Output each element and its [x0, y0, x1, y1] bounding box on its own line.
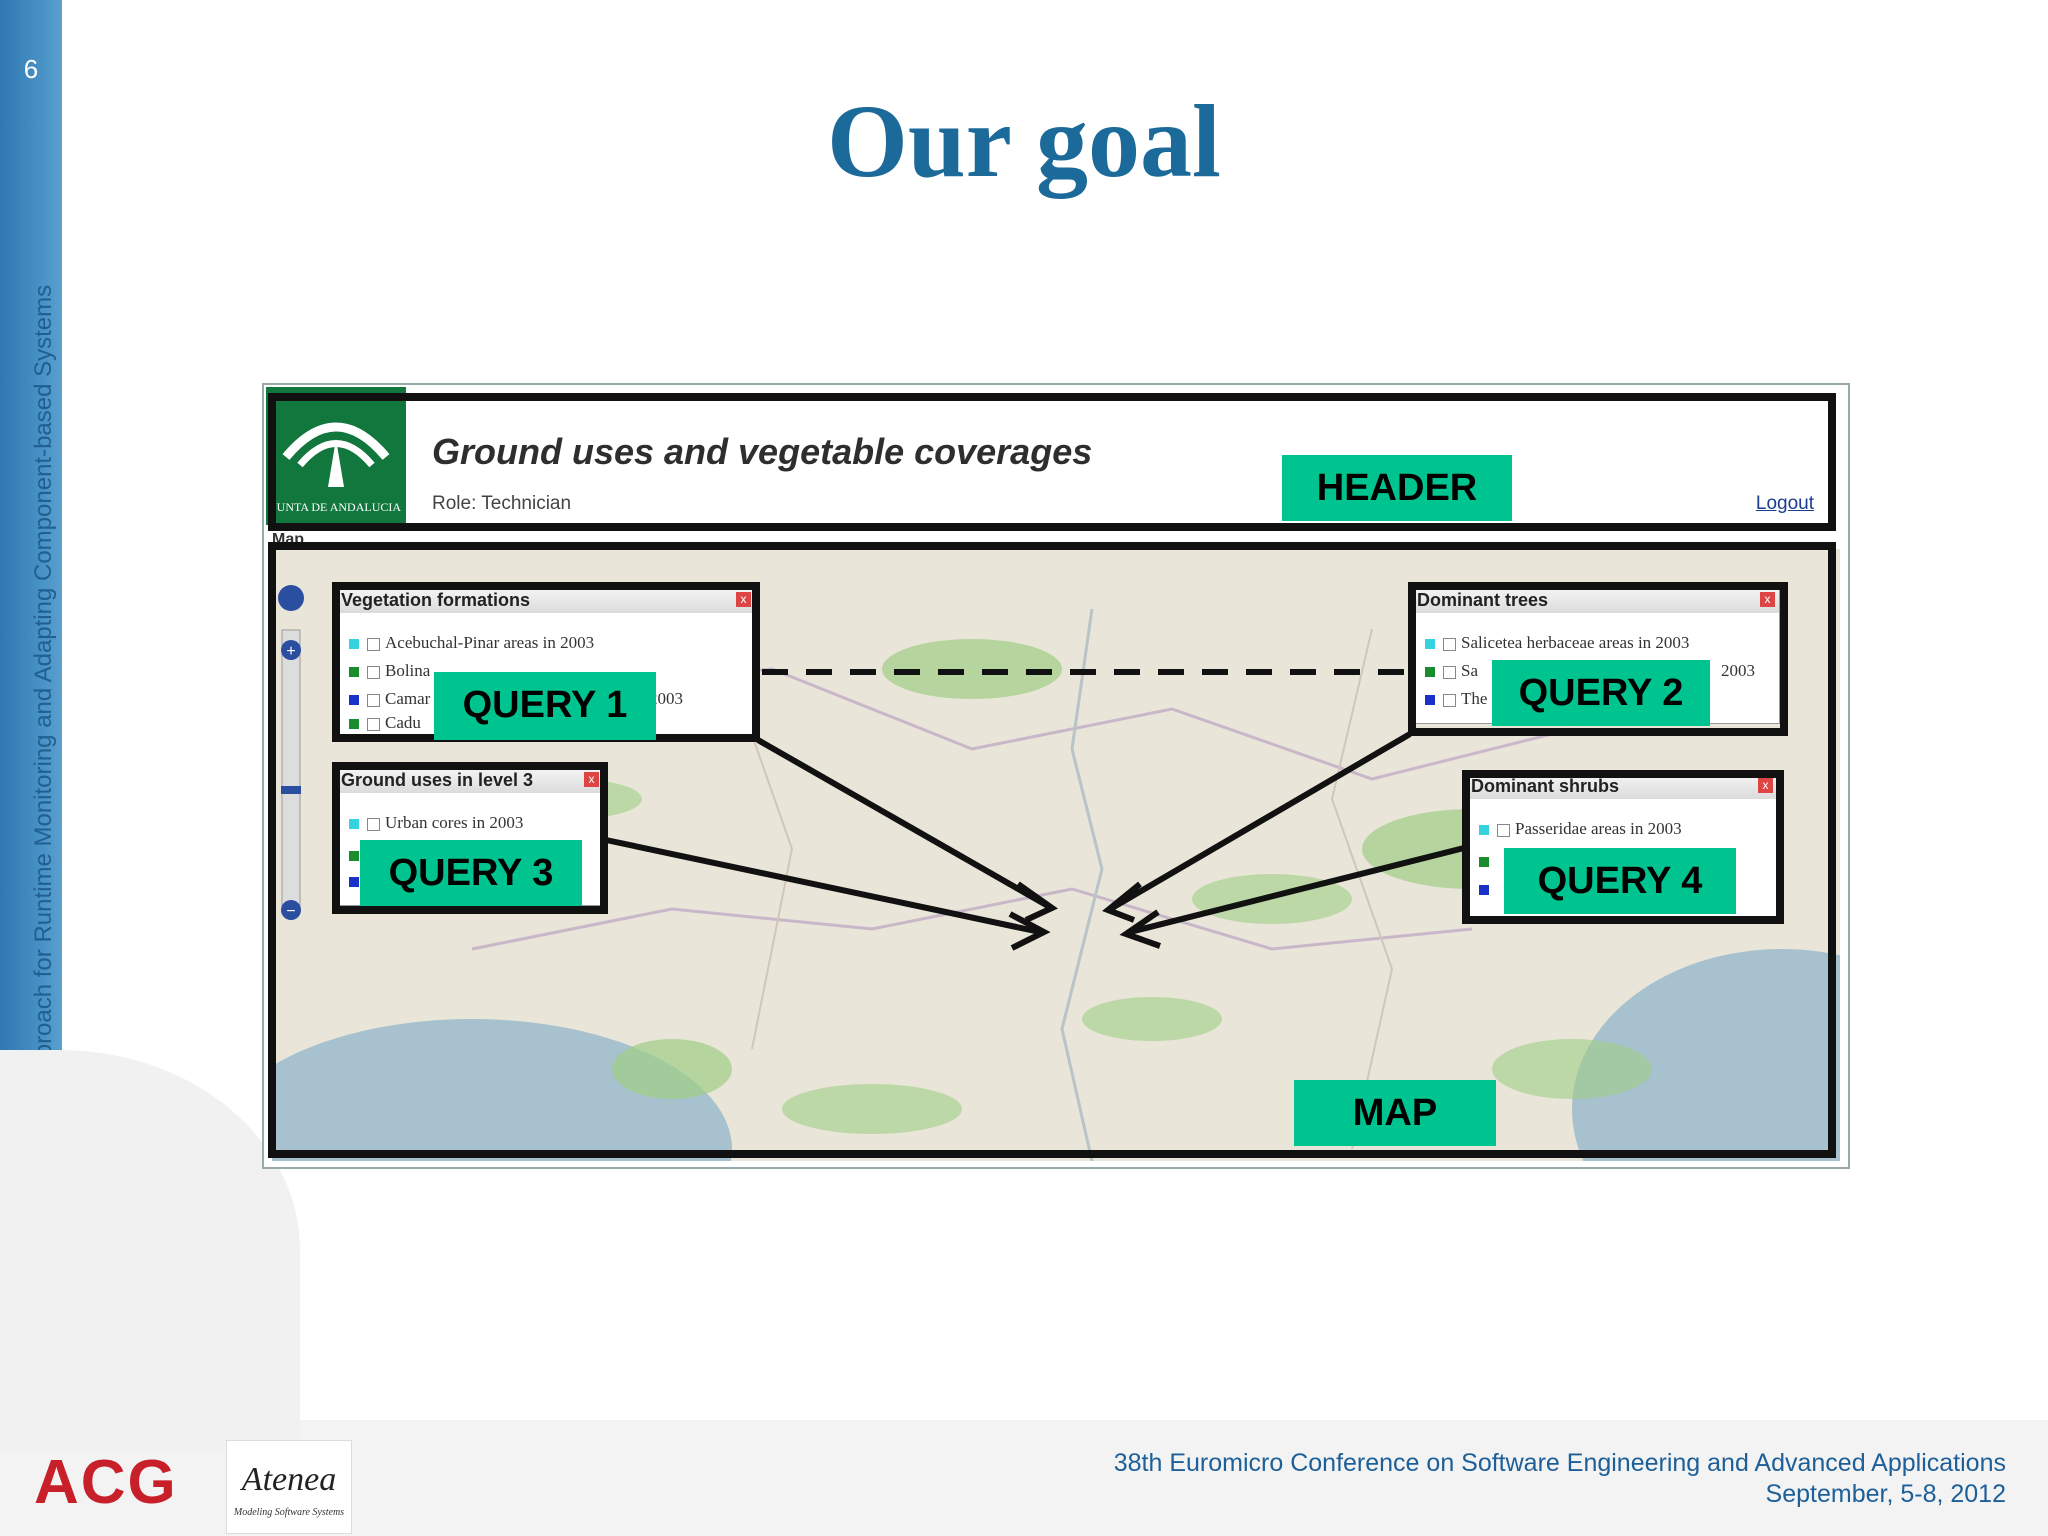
slide-title: Our goal — [827, 84, 1221, 199]
panel-ground-uses-title: Ground uses in level 3 — [337, 767, 603, 793]
list-item[interactable]: Urban cores in 2003 — [349, 813, 523, 833]
svg-text:−: − — [286, 903, 295, 920]
query1-tag: QUERY 1 — [434, 672, 656, 740]
decorative-curve — [0, 1050, 300, 1450]
query4-frame — [1462, 770, 1784, 924]
list-item[interactable]: Passeridae areas in 2003 — [1479, 819, 1682, 839]
zoom-control[interactable]: + − — [276, 570, 306, 920]
conference-dates: September, 5-8, 2012 — [1765, 1480, 2006, 1508]
header-tag: HEADER — [1282, 455, 1512, 521]
query3-tag: QUERY 3 — [360, 840, 582, 906]
close-icon[interactable]: x — [736, 592, 751, 607]
pan-zoom-icon[interactable]: + − — [276, 570, 306, 920]
role-label: Role: Technician — [432, 493, 572, 514]
sidebar-caption: An MDE approach for Runtime Monitoring a… — [30, 284, 57, 1180]
panel-vegetation-title: Vegetation formations — [337, 587, 755, 613]
conference-name: 38th Euromicro Conference on Software En… — [1113, 1449, 2006, 1477]
list-item[interactable]: Bolina — [349, 661, 430, 681]
map-tag: MAP — [1294, 1080, 1496, 1146]
query3-frame — [332, 762, 608, 914]
logout-link[interactable]: Logout — [1755, 493, 1814, 514]
list-item[interactable]: Acebuchal-Pinar areas in 2003 — [349, 633, 594, 653]
junta-logo: JUNTA DE ANDALUCIA — [266, 387, 406, 525]
acg-logo: ACG — [34, 1448, 178, 1517]
panel-dominant-trees-title: Dominant trees — [1413, 587, 1779, 613]
svg-text:+: + — [286, 643, 295, 660]
logo-text: JUNTA DE ANDALUCIA — [272, 500, 401, 514]
slide-number: 6 — [23, 54, 39, 84]
arch-icon: JUNTA DE ANDALUCIA — [272, 422, 401, 514]
list-item[interactable]: Salicetea herbaceae areas in 2003 — [1425, 633, 1689, 653]
list-item[interactable]: The — [1425, 689, 1487, 709]
list-item[interactable] — [349, 845, 367, 865]
close-icon[interactable]: x — [1760, 592, 1775, 607]
app-title: Ground uses and vegetable coverages — [432, 431, 1093, 472]
list-item[interactable]: Cadu — [349, 713, 421, 733]
list-item[interactable] — [349, 871, 367, 891]
query2-tag: QUERY 2 — [1492, 660, 1710, 726]
close-icon[interactable]: x — [1758, 778, 1773, 793]
conference-info: 38th Euromicro Conference on Software En… — [1114, 1448, 2006, 1510]
map-frame — [268, 542, 1836, 1158]
header-frame — [268, 393, 1836, 531]
close-icon[interactable]: x — [584, 772, 599, 787]
list-item[interactable] — [1479, 851, 1497, 871]
query4-tag: QUERY 4 — [1504, 848, 1736, 914]
atenea-logo: Atenea Modeling Software Systems — [226, 1440, 352, 1534]
query2-frame — [1408, 582, 1788, 736]
list-item[interactable] — [1479, 879, 1497, 899]
